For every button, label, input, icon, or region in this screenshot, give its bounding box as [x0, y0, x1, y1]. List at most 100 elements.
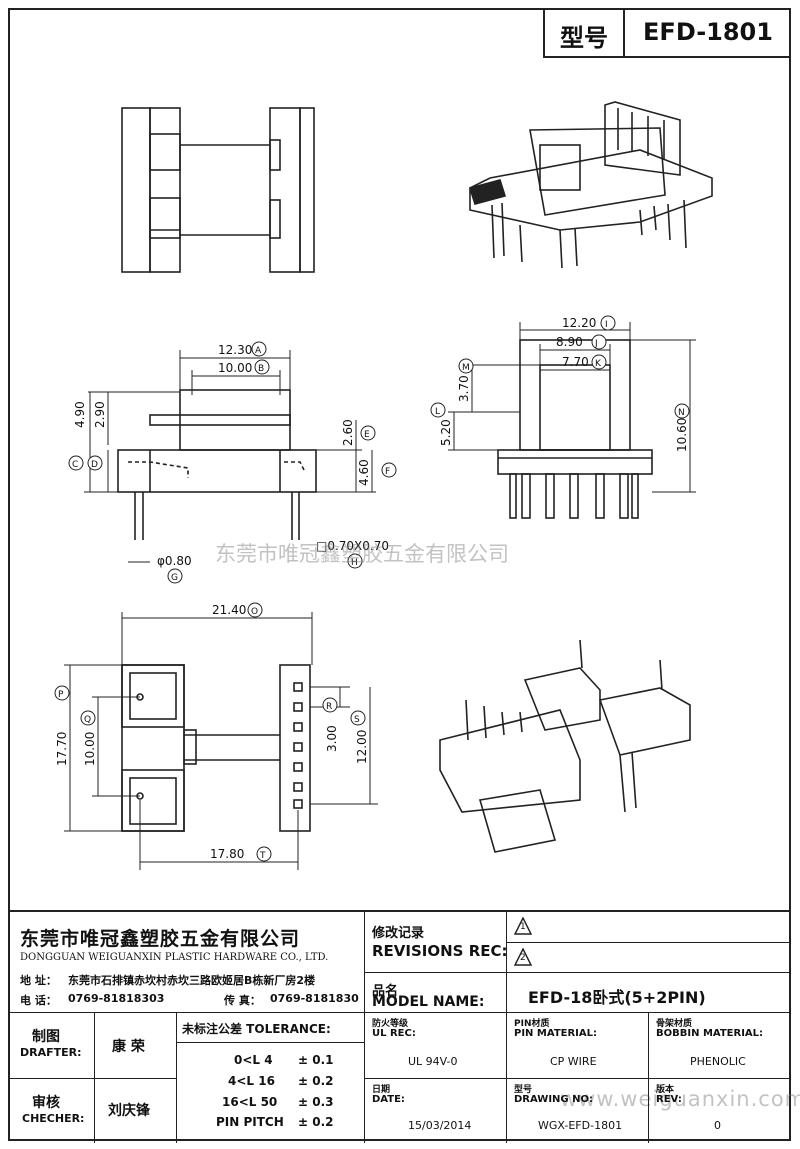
ul-label-en: UL REC:	[372, 1028, 416, 1039]
drawing-no-label-cn: 型号	[514, 1085, 533, 1095]
address-label: 地 址：	[20, 974, 57, 987]
dim-bh2: 10.00	[83, 732, 97, 766]
bobbin-value: PHENOLIC	[690, 1055, 746, 1068]
dim-top-width: 12.30	[218, 343, 252, 357]
dim-fh1: 3.70	[457, 375, 471, 402]
drafter-name: 康 荣	[112, 1039, 145, 1055]
drawing-no-value: WGX-EFD-1801	[538, 1119, 623, 1132]
dim-bh1-tag: P	[58, 690, 64, 700]
dim-bw: 21.40	[212, 603, 246, 617]
tol-range-2: 16<L 50	[222, 1095, 278, 1109]
fax-label: 传 真：	[224, 994, 261, 1007]
dim-span: 12.00	[355, 730, 369, 764]
dim-pin-dia-tag: G	[171, 573, 178, 583]
dim-fh2: 5.20	[439, 419, 453, 446]
ul-value: UL 94V-0	[408, 1055, 458, 1068]
company-name-en: DONGGUAN WEIGUANXIN PLASTIC HARDWARE CO.…	[20, 952, 329, 963]
model-label-en: MODEL NAME:	[372, 994, 485, 1010]
bobbin-label-en: BOBBIN MATERIAL:	[656, 1028, 764, 1039]
pin-label-cn: PIN材质	[514, 1019, 550, 1029]
dim-top-width-tag: A	[255, 346, 262, 356]
revisions-label-cn: 修改记录	[372, 926, 425, 941]
revision-2-icon: 2	[513, 947, 533, 966]
dim-fw2-tag: J	[594, 339, 598, 349]
checker-label-cn: 审核	[32, 1095, 60, 1111]
dim-fh3-tag: N	[678, 408, 685, 418]
dim-fh1-tag: M	[462, 363, 470, 373]
dim-fh2-tag: L	[435, 407, 440, 417]
pin-label-en: PIN MATERIAL:	[514, 1028, 597, 1039]
rev-value: 0	[714, 1119, 721, 1132]
revisions-label-en: REVISIONS REC:	[372, 942, 508, 960]
dim-fh3: 10.60	[675, 418, 689, 452]
front-view-right	[497, 339, 653, 519]
revision-1: 1	[520, 922, 526, 932]
tol-range-3: PIN PITCH	[216, 1115, 284, 1129]
bottom-view	[121, 664, 311, 832]
dim-inner-width: 10.00	[218, 361, 252, 375]
tol-range-0: 0<L 4	[234, 1053, 273, 1067]
dim-height1: 4.90	[73, 401, 87, 428]
drawing-frame	[8, 8, 791, 1141]
title-block: 东莞市唯冠鑫塑胶五金有限公司 DONGGUAN WEIGUANXIN PLAST…	[8, 910, 791, 1143]
address: 东莞市石排镇赤坎村赤坎三路欧姬居B栋新厂房2楼	[68, 974, 316, 987]
model-box: 型号 EFD-1801	[543, 10, 791, 58]
dim-pin-dist: 17.80	[210, 847, 244, 861]
bobbin-label-cn: 骨架材质	[656, 1019, 693, 1029]
tol-value-0: ± 0.1	[298, 1053, 334, 1067]
model-label-cn: 品名	[372, 984, 399, 999]
dim-pin-sq: □0.70X0.70	[316, 539, 389, 553]
drafter-label-cn: 制图	[32, 1029, 60, 1045]
dim-right-h1-tag: E	[364, 430, 370, 440]
dim-right-h1: 2.60	[341, 419, 355, 446]
pin-value: CP WIRE	[550, 1055, 597, 1068]
dim-tag-c: C	[72, 460, 78, 470]
dim-fw3-tag: K	[595, 359, 602, 369]
date-label-en: DATE:	[372, 1094, 405, 1105]
drawing-no-label-en: DRAWING NO:	[514, 1094, 593, 1105]
date-label-cn: 日期	[372, 1085, 391, 1095]
dim-pin-sq-tag: H	[351, 558, 358, 568]
dim-height2: 2.90	[93, 401, 107, 428]
dim-pin-dia: φ0.80	[157, 554, 192, 568]
tel: 0769-81818303	[68, 992, 165, 1005]
revision-2: 2	[520, 953, 526, 963]
dim-right-h2: 4.60	[357, 459, 371, 486]
dim-fw3: 7.70	[562, 355, 589, 369]
iso-view-bottom	[439, 639, 691, 853]
checker-label-en: CHECHER:	[22, 1112, 85, 1125]
dim-bh1: 17.70	[55, 732, 69, 766]
tolerance-label: 未标注公差 TOLERANCE:	[182, 1022, 331, 1036]
dim-fw: 12.20	[562, 316, 596, 330]
revision-1-icon: 1	[513, 916, 533, 935]
watermark-text: 东莞市唯冠鑫塑胶五金有限公司	[215, 542, 509, 566]
company-name-cn: 东莞市唯冠鑫塑胶五金有限公司	[20, 928, 301, 950]
tol-value-3: ± 0.2	[298, 1115, 334, 1129]
tag-circles	[54, 315, 690, 862]
front-view-left	[117, 389, 317, 540]
model-box-label: 型号	[560, 24, 608, 52]
top-view	[121, 107, 315, 273]
dim-pin-dist-tag: T	[259, 851, 266, 861]
dim-bh2-tag: Q	[84, 715, 91, 725]
model-box-value: EFD-1801	[643, 18, 773, 46]
dim-pitch-tag: R	[326, 702, 332, 712]
watermark-url: www.weiguanxin.com	[560, 1087, 800, 1111]
model-name: EFD-18卧式(5+2PIN)	[528, 988, 706, 1007]
tel-label: 电 话：	[20, 994, 57, 1007]
dim-tag-d: D	[91, 460, 98, 470]
dim-fw2: 8.90	[556, 335, 583, 349]
dim-pitch: 3.00	[325, 725, 339, 752]
dim-span-tag: S	[354, 715, 360, 725]
tol-range-1: 4<L 16	[228, 1074, 275, 1088]
drafter-label-en: DRAFTER:	[20, 1046, 82, 1059]
rev-label-en: REV:	[656, 1094, 682, 1105]
tol-value-2: ± 0.3	[298, 1095, 334, 1109]
dim-inner-width-tag: B	[258, 364, 264, 374]
tol-value-1: ± 0.2	[298, 1074, 334, 1088]
rev-label-cn: 版本	[656, 1085, 675, 1095]
fax: 0769-8181830	[270, 992, 359, 1005]
date-value: 15/03/2014	[408, 1119, 472, 1132]
dim-right-h2-tag: F	[385, 467, 390, 477]
